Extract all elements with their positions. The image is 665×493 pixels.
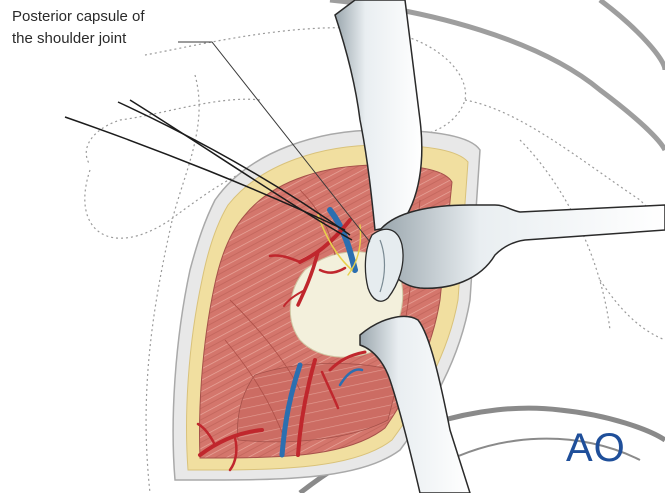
annotation-line-2: the shoulder joint: [12, 30, 127, 47]
annotation-line-1: Posterior capsule of: [12, 8, 145, 25]
vessels: [196, 207, 367, 472]
ao-logo: AO: [566, 426, 626, 470]
suture-threads: [64, 99, 353, 241]
label-leader-line: [178, 41, 371, 243]
annotation-label: Posterior capsule of the shoulder joint: [12, 6, 252, 50]
instruments: [334, 0, 665, 493]
